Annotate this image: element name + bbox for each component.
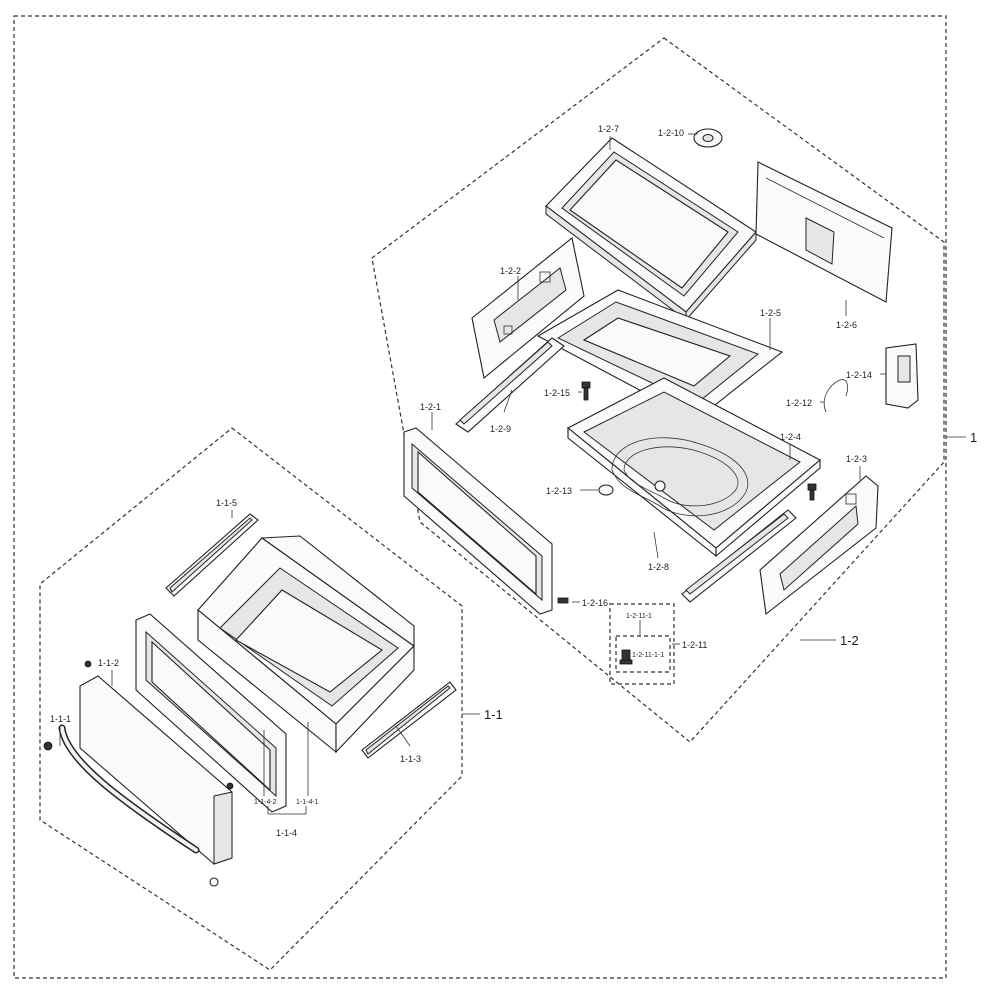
label-1-2-11-1: 1-2-11-1 [626, 613, 652, 620]
label-1: 1 [970, 430, 977, 445]
part-drawer-box [197, 535, 415, 754]
label-1-2-14: 1-2-14 [846, 370, 872, 380]
part-1-2-2-left-side-panel [471, 237, 585, 380]
part-1-1-1-handle-highlight [60, 726, 198, 852]
label-1-2-5: 1-2-5 [760, 308, 781, 318]
label-1-2-8: 1-2-8 [648, 562, 669, 572]
part-fastener-d [226, 782, 234, 790]
label-1-2-15: 1-2-15 [544, 388, 570, 398]
label-1-2-12: 1-2-12 [786, 398, 812, 408]
label-1-1-1: 1-1-1 [50, 714, 71, 724]
part-1-2-14-bracket [885, 343, 919, 409]
label-1-2-4: 1-2-4 [780, 432, 801, 442]
label-1-1: 1-1 [484, 707, 503, 722]
label-1-2-6: 1-2-6 [836, 320, 857, 330]
part-1-2-10-gasket [693, 128, 723, 148]
part-1-2-12-wire [823, 379, 848, 413]
label-1-2-11: 1-2-11 [682, 640, 707, 650]
part-1-1-5-top-strip [165, 513, 259, 597]
label-1-1-4: 1-1-4 [276, 828, 297, 838]
label-1-2-7: 1-2-7 [598, 124, 619, 134]
part-1-2-16-pin [557, 597, 569, 604]
leader-lines [59, 133, 966, 815]
part-fastener-b [84, 660, 92, 668]
part-1-2-9-left-rail [455, 337, 565, 433]
part-1-2-4-bottom-tray [567, 377, 821, 558]
part-screw-right [807, 483, 817, 501]
part-1-2-1-front-frame [403, 427, 553, 615]
label-1-2: 1-2 [840, 633, 859, 648]
label-1-2-2: 1-2-2 [500, 266, 521, 276]
subassembly-1-2-11-boundary [609, 603, 675, 685]
part-1-1-3-side-strip [361, 681, 457, 759]
part-fastener-c [209, 877, 219, 887]
part-fastener-a [43, 741, 53, 751]
part-1-2-8-heating-element [611, 437, 749, 517]
label-1-1-4-1: 1-1-4-1 [296, 799, 319, 806]
label-1-1-3: 1-1-3 [400, 754, 421, 764]
part-1-2-13-sensor [598, 484, 614, 496]
part-right-rail [681, 509, 797, 603]
subassembly-1-2-11-1-boundary [615, 635, 671, 673]
label-1-2-13: 1-2-13 [546, 486, 572, 496]
label-1-2-11-1-1: 1-2-11-1-1 [632, 652, 664, 659]
part-1-2-11-1-1-foot [619, 649, 633, 665]
subassembly-1-2-boundary [371, 37, 945, 743]
label-1-2-1: 1-2-1 [420, 402, 441, 412]
part-1-2-15-screw [581, 381, 591, 401]
part-1-2-5-inner-panel [536, 289, 784, 421]
label-1-1-5: 1-1-5 [216, 498, 237, 508]
label-1-2-3: 1-2-3 [846, 454, 867, 464]
part-1-1-2-drawer-front-panel [79, 675, 233, 865]
part-1-2-3-right-side-panel [759, 475, 879, 616]
label-1-2-10: 1-2-10 [658, 128, 684, 138]
label-1-1-4-2: 1-1-4-2 [254, 799, 277, 806]
subassembly-1-1-boundary [39, 427, 463, 971]
part-1-2-6-rear-panel [755, 161, 893, 303]
part-1-1-4-drawer-front-frame [135, 613, 287, 813]
label-1-1-2: 1-1-2 [98, 658, 119, 668]
label-1-2-9: 1-2-9 [490, 424, 511, 434]
assembly-1-boundary [13, 15, 947, 979]
label-1-2-16: 1-2-16 [582, 598, 608, 608]
part-1-2-7-top-frame [545, 137, 757, 322]
